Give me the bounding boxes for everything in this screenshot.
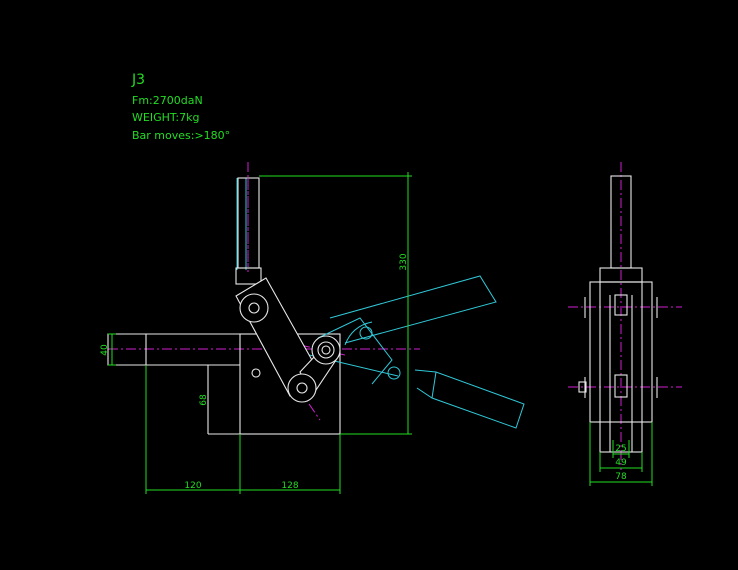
clamp-bar bbox=[107, 333, 240, 366]
title-block: J3 Fm:2700daN WEIGHT:7kg Bar moves:>180° bbox=[131, 72, 230, 142]
side-view: 25 49 78 bbox=[568, 162, 682, 486]
side-bolt bbox=[578, 381, 587, 393]
side-centerlines bbox=[568, 162, 682, 470]
bar-moves-spec: Bar moves:>180° bbox=[132, 129, 230, 142]
force-spec: Fm:2700daN bbox=[132, 94, 203, 107]
base-pin bbox=[251, 368, 261, 378]
dim-40: 40 bbox=[100, 344, 110, 356]
front-dimensions: 330 40 68 120 128 bbox=[100, 172, 412, 494]
dim-78: 78 bbox=[615, 472, 627, 482]
dim-68: 68 bbox=[199, 394, 209, 406]
dim-330: 330 bbox=[399, 253, 409, 270]
vertical-handle bbox=[235, 177, 262, 285]
dim-49: 49 bbox=[615, 458, 627, 468]
open-position-outline bbox=[236, 178, 525, 429]
dim-128: 128 bbox=[281, 481, 298, 491]
dim-120: 120 bbox=[184, 481, 201, 491]
front-view: 330 40 68 120 128 bbox=[100, 162, 525, 494]
dim-25: 25 bbox=[615, 444, 626, 454]
weight-spec: WEIGHT:7kg bbox=[132, 111, 199, 124]
side-dimensions: 25 49 78 bbox=[589, 422, 653, 486]
toggle-links bbox=[235, 277, 341, 403]
drawing-title: J3 bbox=[131, 72, 145, 88]
